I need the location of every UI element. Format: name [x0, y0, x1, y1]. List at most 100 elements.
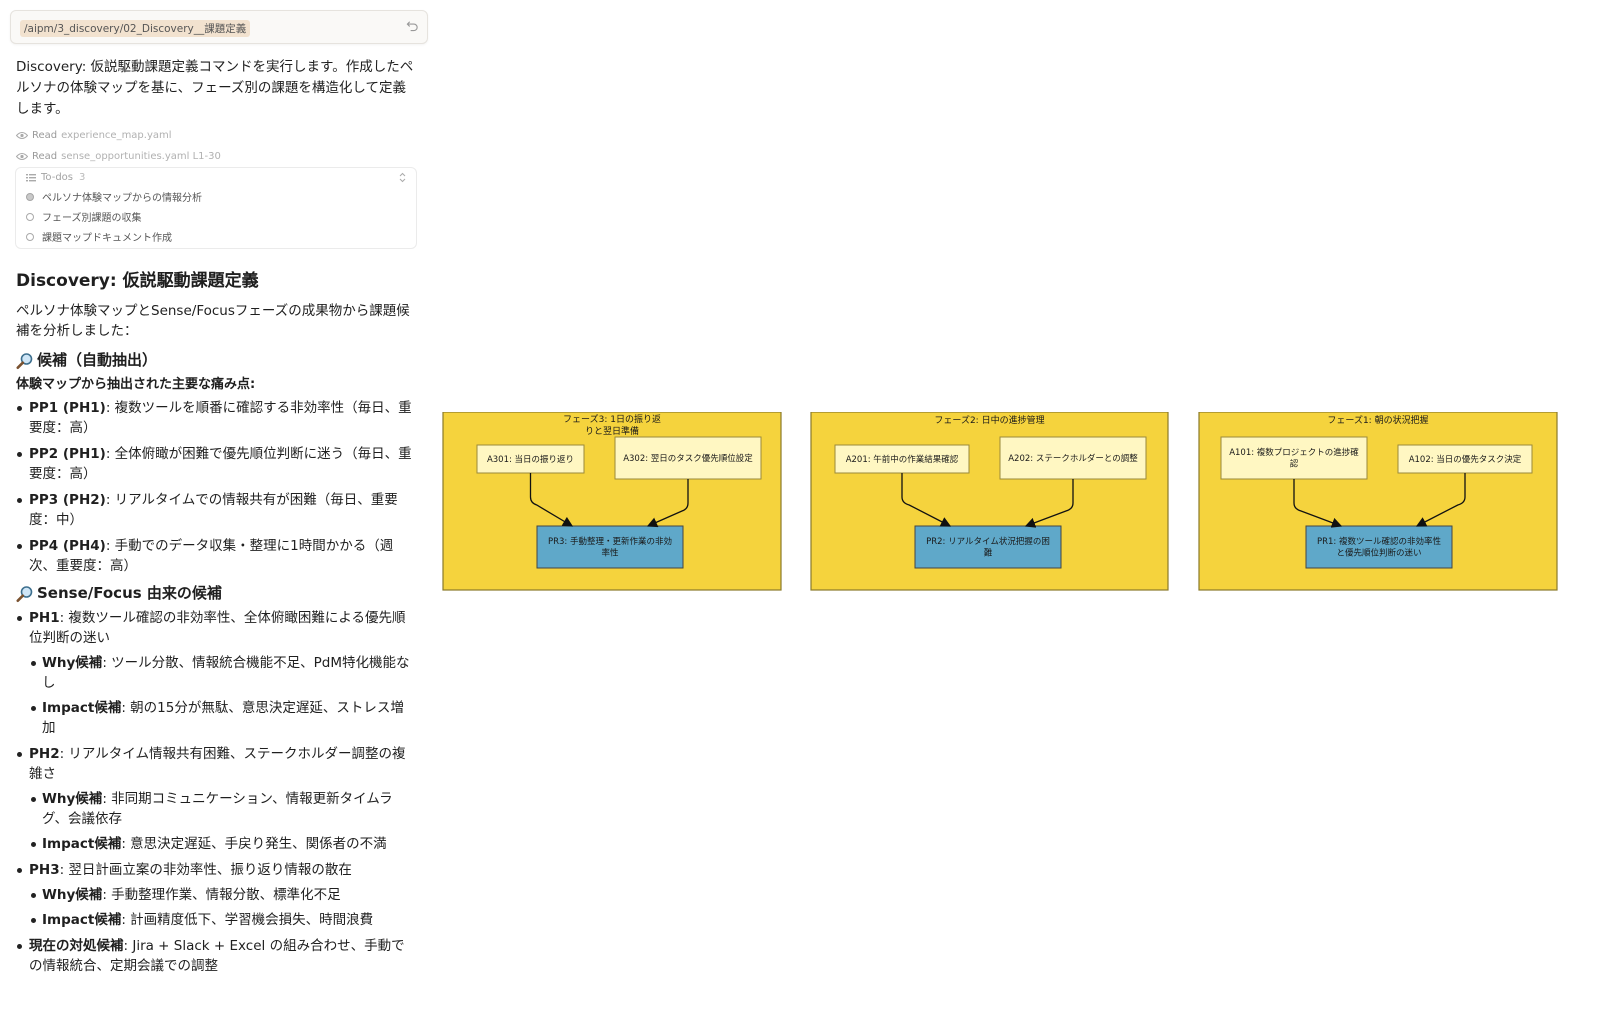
- tool-call-file: experience_map.yaml: [61, 130, 172, 141]
- hypothesis-item: PH1: 複数ツール確認の非効率性、全体俯瞰困難による優先順位判断の迷い Why候…: [17, 608, 414, 738]
- problem-node-label: PR1: 複数ツール確認の非効率性と優先順位判断の迷い: [1317, 536, 1442, 559]
- activity-node-label: A202: ステークホルダーとの調整: [1008, 453, 1138, 464]
- todo-card: To-dos 3 ペルソナ体験マップからの情報分析 フェーズ別課題の収集 課題マ…: [15, 167, 417, 249]
- todo-item[interactable]: フェーズ別課題の収集: [26, 209, 142, 224]
- todo-status-icon: [26, 232, 34, 241]
- item-text: : Jira + Slack + Excel の組み合わせ、手動での情報統合、定…: [29, 938, 405, 974]
- todo-count: 3: [79, 172, 86, 183]
- undo-icon[interactable]: [406, 19, 419, 32]
- item-text: : 手動整理作業、情報分散、標準化不足: [102, 887, 341, 903]
- assistant-intro: Discovery: 仮説駆動課題定義コマンドを実行します。作成したペルソナの体…: [16, 59, 414, 117]
- item-text: : 複数ツール確認の非効率性、全体俯瞰困難による優先順位判断の迷い: [29, 610, 406, 646]
- activity-node[interactable]: [614, 436, 762, 480]
- item-key: PP2 (PH1): [29, 446, 106, 462]
- item-key: PH3: [29, 862, 60, 878]
- problem-node-label: PR3: 手動整理・更新作業の非効率性: [548, 536, 672, 559]
- pain-point-item: PP4 (PH4): 手動でのデータ収集・整理に1時間かかる（週次、重要度：高）: [17, 536, 414, 576]
- activity-node-label: A102: 当日の優先タスク決定: [1409, 454, 1522, 465]
- phase-title: フェーズ1: 朝の状況把握: [1327, 414, 1428, 426]
- item-text: : 朝の15分が無駄、意思決定遅延、ストレス増加: [42, 700, 404, 736]
- todo-item-label: ペルソナ体験マップからの情報分析: [42, 193, 202, 204]
- todo-item-label: 課題マップドキュメント作成: [42, 233, 172, 244]
- todo-header[interactable]: To-dos 3: [26, 172, 85, 183]
- item-key: PH2: [29, 746, 60, 762]
- pain-point-item: PP1 (PH1): 複数ツールを順番に確認する非効率性（毎日、重要度：高）: [17, 398, 414, 438]
- item-text: : 非同期コミュニケーション、情報更新タイムラグ、会議依存: [42, 791, 393, 827]
- problem-node-label: PR2: リアルタイム状況把握の困難: [926, 536, 1050, 559]
- sub-list: Why候補: ツール分散、情報統合機能不足、PdM特化機能なし Impact候補:…: [29, 653, 414, 738]
- todo-status-icon: [26, 212, 34, 221]
- item-text: : ツール分散、情報統合機能不足、PdM特化機能なし: [42, 655, 410, 691]
- tool-call-read[interactable]: Read experience_map.yaml: [16, 129, 428, 142]
- hypothesis-sub-item: Impact候補: 計画精度低下、学習機会損失、時間浪費: [31, 910, 414, 930]
- todo-item[interactable]: 課題マップドキュメント作成: [26, 229, 172, 244]
- phase-title: フェーズ2: 日中の進捗管理: [934, 414, 1044, 426]
- item-key: Impact候補: [42, 912, 122, 928]
- item-text: : 手動でのデータ収集・整理に1時間かかる（週次、重要度：高）: [29, 538, 394, 574]
- tool-call-read[interactable]: Read sense_opportunities.yaml L1-30: [16, 150, 428, 163]
- expand-collapse-icon[interactable]: [398, 172, 407, 183]
- hypothesis-sub-item: Why候補: 手動整理作業、情報分散、標準化不足: [31, 885, 414, 905]
- activity-node-label: A302: 翌日のタスク優先順位設定: [623, 453, 753, 464]
- tool-call-action: Read: [32, 151, 58, 162]
- section-title: Sense/Focus 由来の候補: [37, 584, 222, 602]
- section-title: 候補（自動抽出）: [37, 351, 158, 369]
- item-key: Why候補: [42, 655, 103, 671]
- activity-node-label: A101: 複数プロジェクトの進捗確認: [1229, 447, 1359, 470]
- todo-status-icon: [26, 192, 34, 201]
- flow-arrow: [901, 473, 952, 527]
- item-key: 現在の対処候補: [29, 938, 124, 954]
- item-key: Why候補: [42, 791, 103, 807]
- todo-label: To-dos: [41, 172, 73, 183]
- command-chip[interactable]: /aipm/3_discovery/02_Discovery__課題定義: [20, 20, 251, 37]
- item-key: Why候補: [42, 887, 103, 903]
- item-text: : 意思決定遅延、手戻り発生、関係者の不満: [121, 836, 387, 852]
- item-key: Impact候補: [42, 700, 122, 716]
- todo-item-label: フェーズ別課題の収集: [42, 213, 142, 224]
- item-key: PH1: [29, 610, 60, 626]
- item-key: PP4 (PH4): [29, 538, 106, 554]
- activity-node-label: A301: 当日の振り返り: [487, 454, 574, 465]
- flow-arrow: [529, 473, 574, 527]
- magnifier-icon: [16, 585, 33, 602]
- hypothesis-sub-item: Why候補: 非同期コミュニケーション、情報更新タイムラグ、会議依存: [31, 789, 414, 829]
- section-heading-sense-focus: Sense/Focus 由来の候補: [16, 582, 428, 604]
- pain-point-item: PP2 (PH1): 全体俯瞰が困難で優先順位判断に迷う（毎日、重要度：高）: [17, 444, 414, 484]
- magnifier-icon: [16, 352, 33, 369]
- item-text: : リアルタイムでの情報共有が困難（毎日、重要度：中）: [29, 492, 398, 528]
- pain-point-list: PP1 (PH1): 複数ツールを順番に確認する非効率性（毎日、重要度：高）PP…: [10, 398, 414, 576]
- sub-list: Why候補: 非同期コミュニケーション、情報更新タイムラグ、会議依存 Impact…: [29, 789, 414, 854]
- command-box[interactable]: /aipm/3_discovery/02_Discovery__課題定義: [10, 10, 428, 44]
- flow-arrow: [1024, 479, 1074, 528]
- item-text: : 複数ツールを順番に確認する非効率性（毎日、重要度：高）: [29, 400, 412, 436]
- problem-node[interactable]: [914, 525, 1062, 569]
- chat-panel: /aipm/3_discovery/02_Discovery__課題定義 Dis…: [10, 10, 428, 982]
- hypothesis-sub-item: Impact候補: 朝の15分が無駄、意思決定遅延、ストレス増加: [31, 698, 414, 738]
- todo-item[interactable]: ペルソナ体験マップからの情報分析: [26, 189, 202, 204]
- item-key: PP3 (PH2): [29, 492, 106, 508]
- activity-node[interactable]: [476, 444, 585, 474]
- hypothesis-item: PH2: リアルタイム情報共有困難、ステークホルダー調整の複雑さ Why候補: 非…: [17, 744, 414, 854]
- flow-arrow: [1293, 479, 1343, 528]
- problem-node[interactable]: [1305, 525, 1453, 569]
- section-subheading: 体験マップから抽出された主要な痛み点:: [16, 377, 256, 392]
- hypothesis-list: PH1: 複数ツール確認の非効率性、全体俯瞰困難による優先順位判断の迷い Why候…: [10, 608, 414, 976]
- activity-node[interactable]: [1397, 444, 1533, 474]
- flow-arrow: [1415, 473, 1466, 527]
- flow-arrow: [646, 479, 689, 528]
- eye-icon: [16, 132, 28, 139]
- activity-node-label: A201: 午前中の作業結果確認: [846, 454, 959, 465]
- hypothesis-item: 現在の対処候補: Jira + Slack + Excel の組み合わせ、手動で…: [17, 936, 414, 976]
- problem-node[interactable]: [536, 525, 684, 569]
- tool-call-file: sense_opportunities.yaml L1-30: [61, 151, 221, 162]
- section-heading-candidates: 候補（自動抽出）: [16, 349, 428, 371]
- phase-group: フェーズ2: 日中の進捗管理 A201: 午前中の作業結果確認 A202: ステーク…: [810, 412, 1169, 591]
- hypothesis-sub-item: Impact候補: 意思決定遅延、手戻り発生、関係者の不満: [31, 834, 414, 854]
- response-lead: ペルソナ体験マップとSense/Focusフェーズの成果物から課題候補を分析しま…: [16, 303, 410, 339]
- item-key: PP1 (PH1): [29, 400, 106, 416]
- activity-node[interactable]: [834, 444, 970, 474]
- pain-point-item: PP3 (PH2): リアルタイムでの情報共有が困難（毎日、重要度：中）: [17, 490, 414, 530]
- response-heading: Discovery: 仮説駆動課題定義: [16, 271, 259, 291]
- item-text: : リアルタイム情報共有困難、ステークホルダー調整の複雑さ: [29, 746, 406, 782]
- phase-group: フェーズ1: 朝の状況把握 A101: 複数プロジェクトの進捗確認 A102: 当日…: [1198, 412, 1558, 591]
